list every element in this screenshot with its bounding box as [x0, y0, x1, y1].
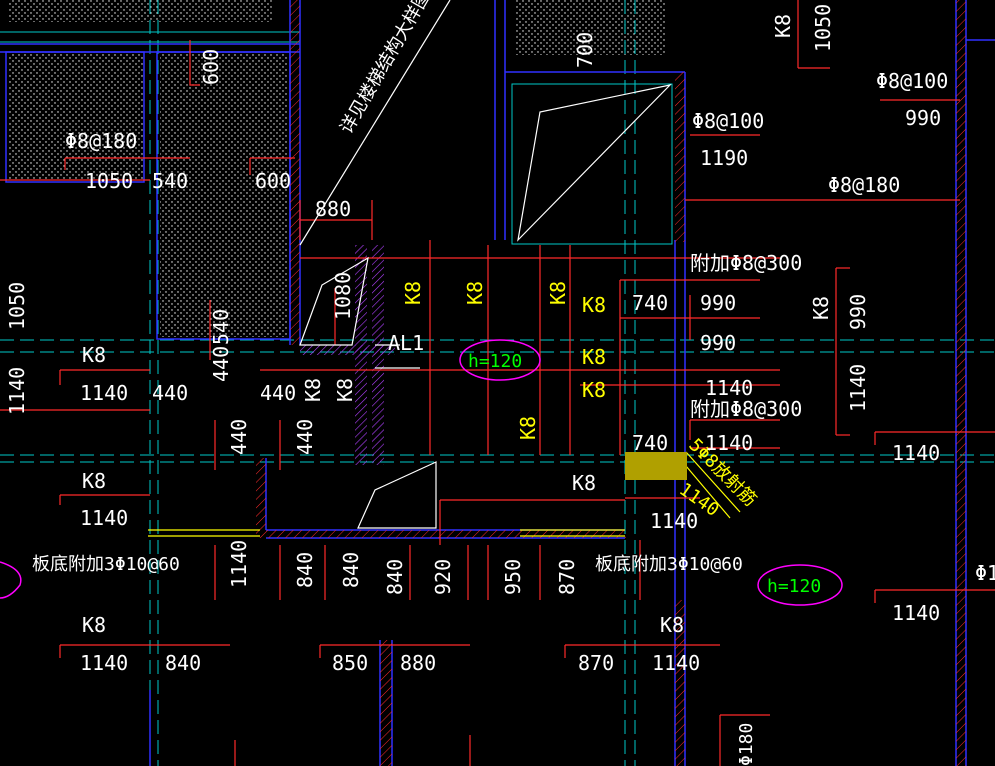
dim-value: 440 [152, 381, 188, 405]
note-label: 详见楼梯结构大样图 [336, 0, 435, 137]
slab-thickness-label: h=120 [468, 351, 522, 372]
dim-value: 1050 [85, 169, 133, 193]
dim-value: 1190 [700, 146, 748, 170]
k8-label: K8 [809, 296, 833, 320]
dim-value: 740 [632, 431, 668, 455]
k8-label: K8 [660, 613, 684, 637]
rebar-label: Φ8@100 [692, 109, 764, 133]
k8-label: K8 [771, 14, 795, 38]
rebar-label: Φ8@100 [876, 69, 948, 93]
dim-value: 840 [293, 552, 317, 588]
k8-label: K8 [82, 469, 106, 493]
add-rebar-label: 附加Φ8@300 [690, 251, 802, 275]
dim-value: 840 [339, 552, 363, 588]
k8-label: K8 [301, 378, 325, 402]
partial-label: Φ1 [975, 561, 995, 585]
dim-value: 950 [501, 559, 525, 595]
slab-thickness-label: h=120 [767, 576, 821, 597]
dim-value: 1140 [80, 381, 128, 405]
dim-value: 870 [578, 651, 614, 675]
dim-value: 1140 [650, 509, 698, 533]
slab-thickness-ellipses [0, 339, 843, 606]
dim-value: 1050 [5, 282, 29, 330]
k8-label: K8 [582, 378, 606, 402]
yellow-bars [148, 451, 741, 537]
dim-value: 990 [700, 331, 736, 355]
dim-value: 1140 [846, 364, 870, 412]
dim-value: 850 [332, 651, 368, 675]
bottom-add-label: 板底附加3Φ10@60 [32, 554, 180, 575]
dim-value: 540 [152, 169, 188, 193]
rebar-label: Φ8@180 [828, 173, 900, 197]
dim-value: 1140 [227, 540, 251, 588]
dim-value: 1140 [705, 431, 753, 455]
dim-value: 870 [555, 559, 579, 595]
partial-label: Φ180 [736, 723, 757, 766]
k8-label: K8 [333, 378, 357, 402]
dim-value: 700 [573, 32, 597, 68]
dim-value: 1140 [80, 506, 128, 530]
beam-label: AL1 [388, 331, 424, 355]
dim-value: 540 [209, 309, 233, 345]
k8-label: K8 [82, 343, 106, 367]
dim-value: 440 [209, 346, 233, 382]
k8-label: K8 [546, 281, 570, 305]
dim-value: 990 [700, 291, 736, 315]
dim-value: 880 [400, 651, 436, 675]
dim-value: 440 [227, 419, 251, 455]
k8-label: K8 [582, 293, 606, 317]
k8-label: K8 [582, 345, 606, 369]
hatched-wall-sections [256, 0, 966, 766]
dim-value: 1140 [705, 376, 753, 400]
dim-value: 600 [255, 169, 291, 193]
dim-value: 1140 [5, 367, 29, 415]
dim-value: 1080 [331, 272, 355, 320]
dim-value: 1140 [892, 441, 940, 465]
dim-value: 1050 [811, 4, 835, 52]
k8-label: K8 [516, 416, 540, 440]
dimension-numbers: 1050 540 600 990 1190 880 740 990 990 11… [80, 106, 941, 675]
dim-value: 740 [632, 291, 668, 315]
dim-value: 1140 [80, 651, 128, 675]
dim-value: 600 [199, 49, 223, 85]
bottom-add-label: 板底附加3Φ10@60 [595, 554, 743, 575]
k8-label: K8 [572, 471, 596, 495]
dim-value: 990 [905, 106, 941, 130]
radial-rebar-marker [625, 452, 687, 480]
dim-value: 920 [431, 559, 455, 595]
dim-value: 840 [165, 651, 201, 675]
white-outlines [299, 0, 672, 529]
k8-label: K8 [82, 613, 106, 637]
dim-value: 440 [260, 381, 296, 405]
k8-label: K8 [463, 281, 487, 305]
rebar-label: Φ8@180 [65, 129, 137, 153]
dim-value: 990 [846, 294, 870, 330]
k8-label: K8 [401, 281, 425, 305]
dim-value: 1140 [892, 601, 940, 625]
dim-value: 440 [293, 419, 317, 455]
dim-value: 880 [315, 197, 351, 221]
dim-value: 840 [383, 559, 407, 595]
dotted-slab-regions [8, 0, 665, 337]
dim-value: 1140 [652, 651, 700, 675]
add-rebar-label: 附加Φ8@300 [690, 397, 802, 421]
dimension-numbers-vertical: 600 700 1050 1080 540 440 1050 1140 1140… [5, 4, 870, 595]
